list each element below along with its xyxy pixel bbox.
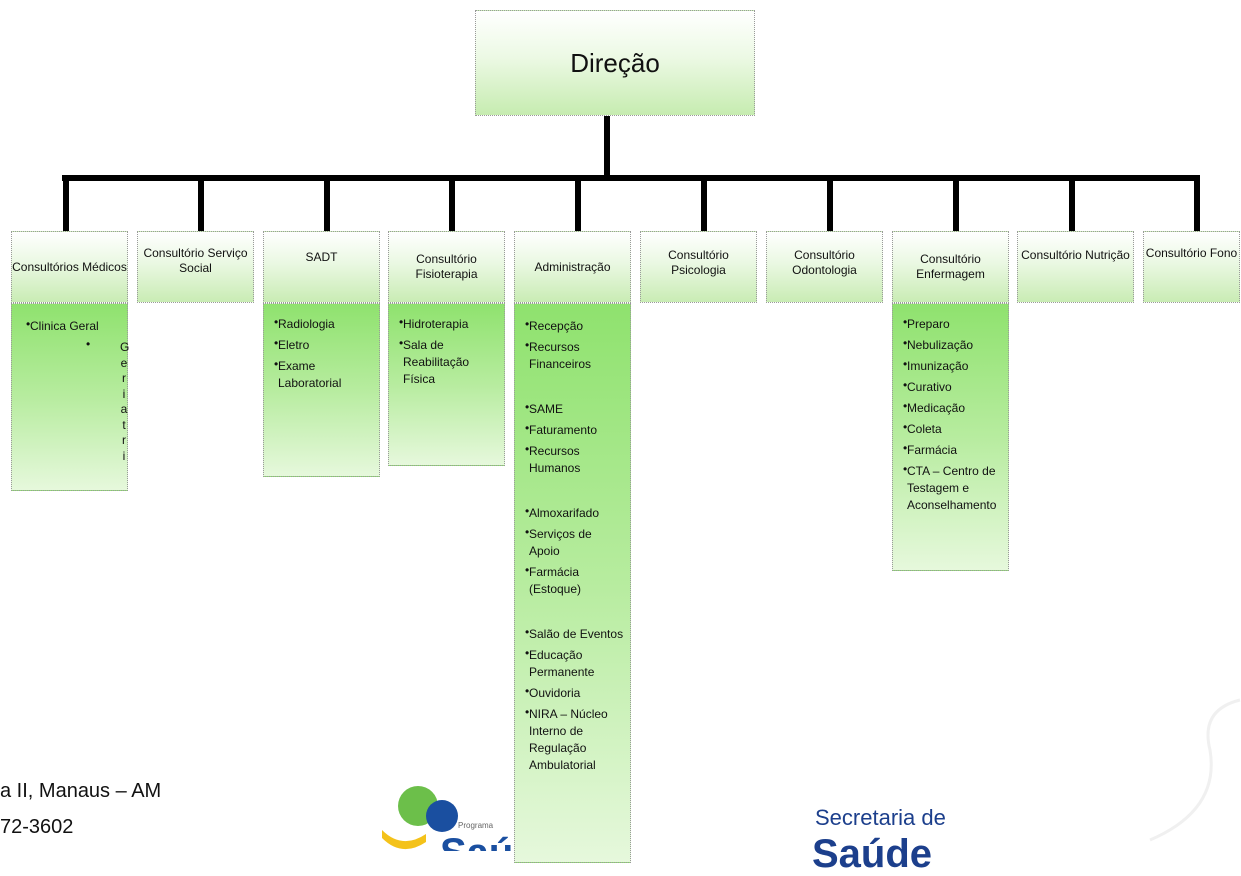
drop-line-consultorio-fisioterapia — [449, 175, 455, 231]
unit-head-nutricao: Consultório Nutrição — [1017, 231, 1134, 303]
unit-list-administracao: Recepção Recursos Financeiros SAME Fatur… — [514, 303, 631, 863]
list-item: Serviços de Apoio — [525, 524, 624, 560]
logo-small-text: Programa — [458, 821, 494, 830]
list-item: Eletro — [274, 335, 373, 354]
list-item: Nebulização — [903, 335, 1002, 354]
drop-line-consultorio-enfermagem — [953, 175, 959, 231]
list-item: Coleta — [903, 419, 1002, 438]
drop-line-consultorios-medicos — [63, 175, 69, 231]
list-item: Clinica Geral — [26, 316, 121, 335]
list-item: Ouvidoria — [525, 683, 624, 702]
list-item: Sala de Reabilitação Física — [399, 335, 498, 388]
drop-line-administracao — [575, 175, 581, 231]
drop-line-consultorio-fono — [1194, 175, 1200, 231]
list-item: Curativo — [903, 377, 1002, 396]
list-item: SAME — [525, 399, 624, 418]
logo-mark-icon: Programa Saú — [382, 786, 512, 851]
unit-list-sadt: Radiologia Eletro Exame Laboratorial — [263, 303, 380, 477]
drop-line-consultorio-psicologia — [701, 175, 707, 231]
list-item: Preparo — [903, 314, 1002, 333]
unit-head-fisioterapia: Consultório Fisioterapia — [388, 231, 505, 303]
unit-list-enfermagem: Preparo Nebulização Imunização Curativo … — [892, 303, 1009, 571]
list-item: Recursos Humanos — [525, 441, 624, 477]
program-logo: Programa Saú — [380, 780, 512, 851]
list-item: CTA – Centro de Testagem e Aconselhament… — [903, 461, 1002, 514]
list-item: Almoxarifado — [525, 503, 624, 522]
drop-line-sadt — [324, 175, 330, 231]
unit-head-odontologia: Consultório Odontologia — [766, 231, 883, 303]
list-item: NIRA – Núcleo Interno de Regulação Ambul… — [525, 704, 624, 774]
address-line-1: a II, Manaus – AM — [0, 780, 162, 802]
unit-head-servico-social: Consultório Serviço Social — [137, 231, 254, 303]
decorative-swoosh-icon — [1149, 698, 1241, 842]
horizontal-bus — [62, 175, 1200, 181]
list-item: Recepção — [525, 316, 624, 335]
unit-list-fisioterapia: Hidroterapia Sala de Reabilitação Física — [388, 303, 505, 466]
address-line-2: 72-3602 — [0, 816, 74, 838]
bullet-geriatria: • — [86, 337, 91, 351]
list-item: Faturamento — [525, 420, 624, 439]
list-item: Salão de Eventos — [525, 624, 624, 643]
unit-head-administracao: Administração — [514, 231, 631, 303]
unit-head-enfermagem: Consultório Enfermagem — [892, 231, 1009, 303]
unit-head-consultorios-medicos: Consultórios Médicos — [11, 231, 128, 303]
list-item: Medicação — [903, 398, 1002, 417]
secretaria-label: Secretaria de — [815, 805, 946, 830]
logo-big-text: Saú — [440, 831, 512, 851]
unit-head-fono: Consultório Fono — [1143, 231, 1240, 303]
list-item: Radiologia — [274, 314, 373, 333]
drop-line-consultorio-servico-social — [198, 175, 204, 231]
list-item: Educação Permanente — [525, 645, 624, 681]
list-item: Exame Laboratorial — [274, 356, 373, 392]
list-item: Farmácia (Estoque) — [525, 562, 624, 598]
drop-line-consultorio-odontologia — [827, 175, 833, 231]
list-item: Farmácia — [903, 440, 1002, 459]
drop-line-consultorio-nutricao — [1069, 175, 1075, 231]
list-item: Hidroterapia — [399, 314, 498, 333]
root-connector — [604, 116, 610, 180]
secretaria-big-label: Saúde — [812, 832, 933, 876]
list-item: Recursos Financeiros — [525, 337, 624, 373]
root-box-direcao: Direção — [475, 10, 755, 116]
root-title: Direção — [570, 47, 660, 78]
unit-head-psicologia: Consultório Psicologia — [640, 231, 757, 303]
list-item: Imunização — [903, 356, 1002, 375]
unit-head-sadt: SADT — [263, 231, 380, 303]
